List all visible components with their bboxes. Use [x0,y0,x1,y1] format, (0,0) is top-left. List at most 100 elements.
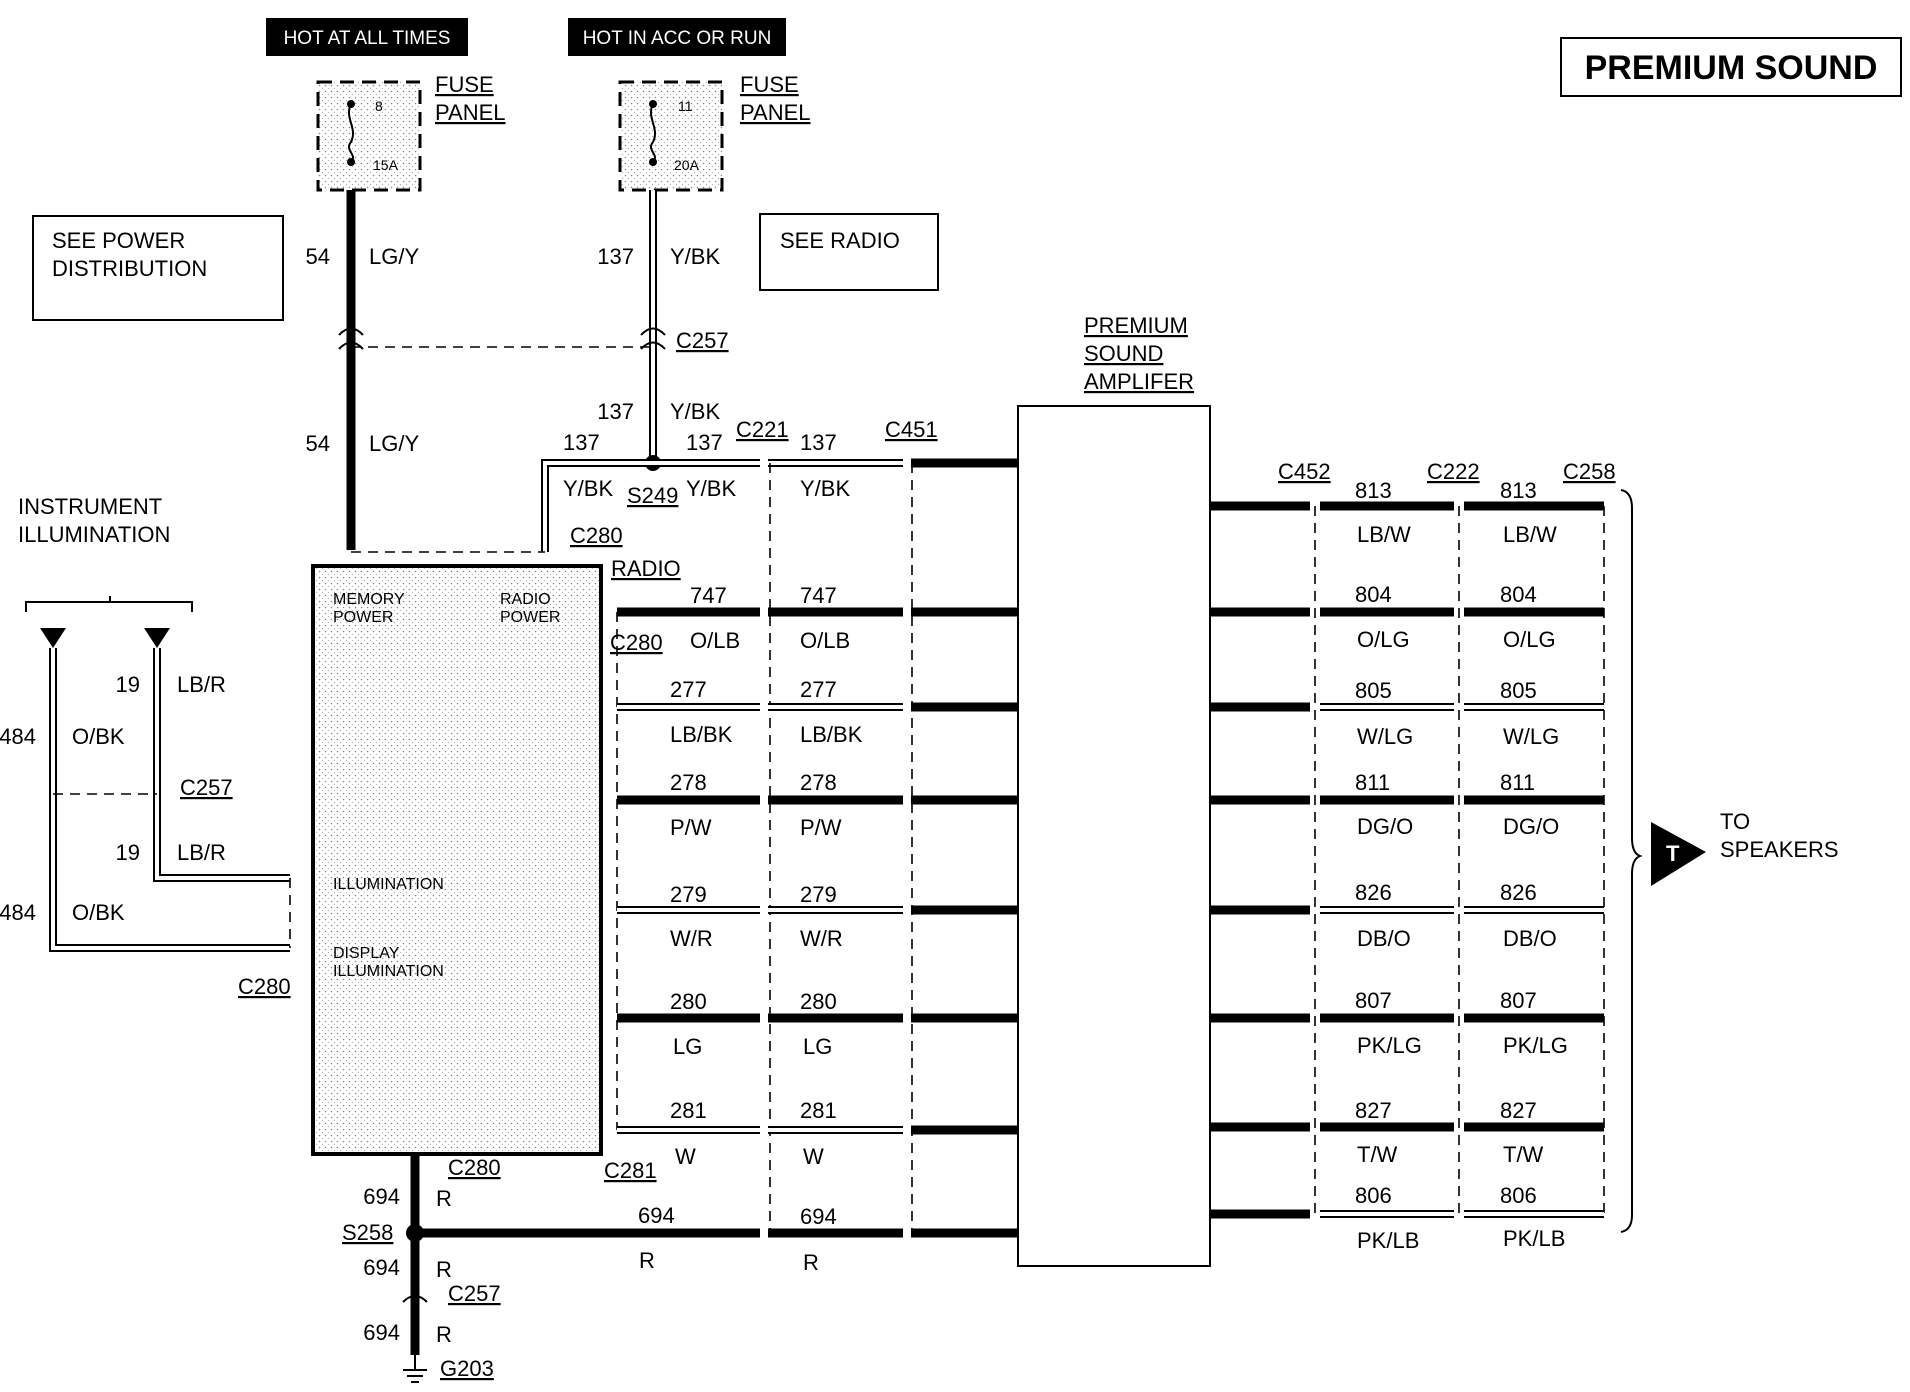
svg-text:DB/O: DB/O [1357,926,1411,951]
svg-text:R: R [436,1322,452,1347]
svg-text:DG/O: DG/O [1357,814,1413,839]
svg-text:813: 813 [1500,478,1537,503]
svg-text:484: 484 [0,724,36,749]
svg-text:826: 826 [1500,880,1537,905]
circuit-54-number: 54 [306,431,330,456]
radio-circuit-277: 277 LB/BK 277 LB/BK [617,677,1018,747]
svg-text:W/R: W/R [800,926,843,951]
svg-text:694: 694 [363,1320,400,1345]
svg-text:W: W [675,1144,696,1169]
svg-text:813: 813 [1355,478,1392,503]
svg-text:811: 811 [1500,770,1535,795]
fuse-panel-label: PANEL [740,100,811,125]
connector-c280-label: C280 [448,1155,501,1180]
circuit-137-color: Y/BK [670,399,720,424]
svg-text:T/W: T/W [1357,1142,1398,1167]
connector-c280-label: C280 [238,974,291,999]
ground-circuit-694: 694 R 694 R 694 R 694 R 694 R [363,1154,1018,1383]
down-arrow-icon [40,628,66,648]
svg-text:278: 278 [800,770,837,795]
svg-text:O/LG: O/LG [1503,627,1556,652]
diagram-title: PREMIUM SOUND [1585,49,1878,87]
svg-text:827: 827 [1355,1098,1392,1123]
title-box: PREMIUM SOUND [1560,37,1902,97]
svg-text:281: 281 [670,1098,707,1123]
speaker-circuit-827: 827 T/W 827 T/W [1210,1098,1604,1167]
premium-sound-amplifier [1017,405,1211,1267]
svg-text:278: 278 [670,770,707,795]
svg-text:O/LB: O/LB [690,628,740,653]
amplifier-label: PREMIUM [1084,313,1188,338]
speaker-circuit-804: 804 O/LG 804 O/LG [1210,582,1604,652]
svg-text:694: 694 [363,1255,400,1280]
svg-text:DB/O: DB/O [1503,926,1557,951]
svg-text:LB/BK: LB/BK [800,722,863,747]
circuit-137-color: Y/BK [800,476,850,501]
connector-c257-label: C257 [180,775,233,800]
svg-text:ILLUMINATION: ILLUMINATION [333,876,444,893]
fuse-11-number: 11 [678,98,693,114]
fuse-11-rating: 20A [674,157,700,173]
svg-text:806: 806 [1355,1183,1392,1208]
illumination-bus [25,596,193,612]
connector-c258-label: C258 [1563,459,1616,484]
svg-text:HOT AT ALL TIMES: HOT AT ALL TIMES [284,28,451,49]
svg-text:SEE POWER: SEE POWER [52,228,185,253]
svg-text:277: 277 [670,677,707,702]
circuit-137-number: 137 [563,430,600,455]
svg-text:19: 19 [116,672,140,697]
svg-text:694: 694 [363,1184,400,1209]
svg-text:P/W: P/W [800,815,842,840]
svg-text:PK/LG: PK/LG [1503,1033,1568,1058]
svg-text:W/R: W/R [670,926,713,951]
fuse-panel-label: PANEL [435,100,506,125]
svg-text:W/LG: W/LG [1357,724,1413,749]
svg-text:279: 279 [800,882,837,907]
instrument-illumination-label: INSTRUMENT [18,494,162,519]
speaker-circuit-813: 813 LB/W 813 LB/W [1210,478,1604,547]
see-power-distribution-box: SEE POWER DISTRIBUTION [32,215,284,321]
connector-c452-label: C452 [1278,459,1331,484]
radio-unit: MEMORY POWER RADIO POWER ILLUMINATION DI… [311,564,603,1156]
fuse-8-rating: 15A [373,157,399,173]
connector-c280-label: C280 [610,630,663,655]
svg-text:804: 804 [1355,582,1392,607]
svg-text:R: R [436,1257,452,1282]
speaker-brace [1620,489,1643,1233]
svg-text:HOT IN ACC OR RUN: HOT IN ACC OR RUN [583,28,772,49]
fuse-8: 8 15A [316,80,422,192]
to-speakers-label: TO [1720,809,1750,834]
speaker-marker-letter: T [1666,841,1680,866]
down-arrow-icon [144,628,170,648]
radio-circuit-747: 747 O/LB 747 O/LB [617,583,1018,653]
speaker-circuit-806: 806 PK/LB 806 PK/LB [1210,1183,1604,1253]
svg-text:DISTRIBUTION: DISTRIBUTION [52,256,207,281]
svg-text:19: 19 [116,840,140,865]
svg-text:807: 807 [1355,988,1392,1013]
to-speakers-marker: T [1651,822,1706,886]
svg-text:747: 747 [800,583,837,608]
svg-text:806: 806 [1500,1183,1537,1208]
hot-in-acc-or-run-badge: HOT IN ACC OR RUN [568,18,786,56]
connector-c451-label: C451 [885,417,938,442]
svg-text:O/LB: O/LB [800,628,850,653]
circuit-137-color: Y/BK [670,244,720,269]
svg-text:804: 804 [1500,582,1537,607]
svg-text:R: R [436,1186,452,1211]
connector-c280-label: C280 [570,523,623,548]
circuit-54-color: LG/Y [369,431,419,456]
fuse-11: 11 20A [618,80,724,192]
fuse-8-number: 8 [375,98,383,114]
svg-text:826: 826 [1355,880,1392,905]
svg-text:DISPLAY: DISPLAY [333,945,400,962]
connector-c257-label: C257 [676,328,729,353]
connector-c281-label: C281 [604,1158,657,1183]
svg-text:SEE RADIO: SEE RADIO [780,228,900,253]
svg-text:280: 280 [670,989,707,1014]
speaker-circuit-811: 811 DG/O 811 DG/O [1210,770,1604,839]
fuse-panel-label: FUSE [435,72,494,97]
svg-text:DG/O: DG/O [1503,814,1559,839]
svg-text:LB/W: LB/W [1503,522,1557,547]
see-radio-box: SEE RADIO [759,213,939,291]
